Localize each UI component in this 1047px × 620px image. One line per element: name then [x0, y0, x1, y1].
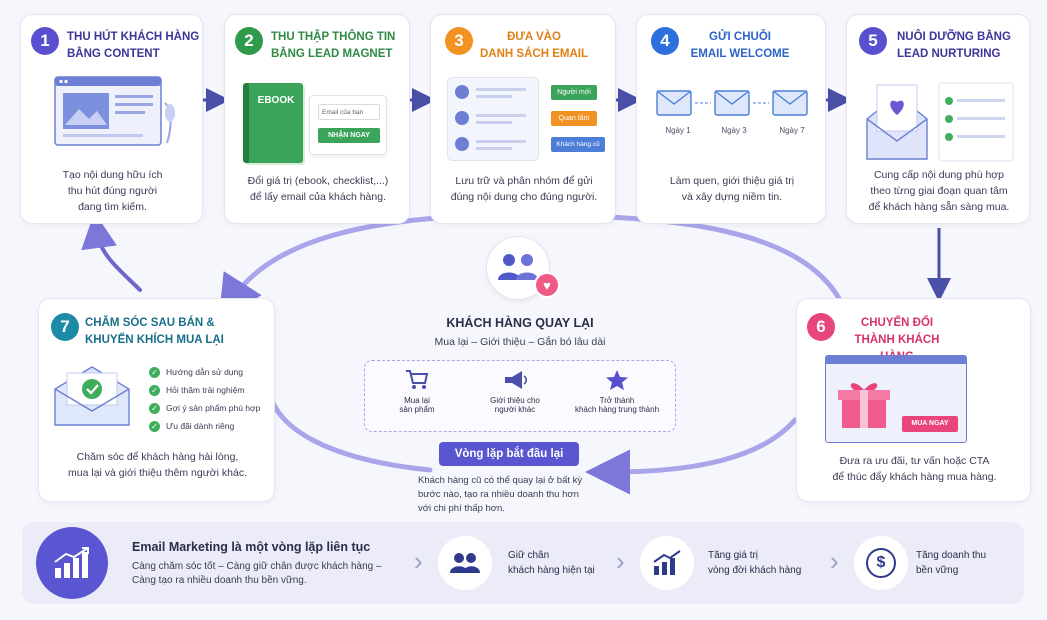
- checklist-item: ✓Hướng dẫn sử dụng: [149, 363, 260, 381]
- tag-new: Người mới: [551, 85, 597, 100]
- offer-page-mockup: MUA NGAY: [825, 355, 967, 443]
- checklist-item: ✓Ưu đãi dành riêng: [149, 417, 260, 435]
- check-icon: ✓: [149, 384, 160, 396]
- web-content-illustration-icon: [54, 76, 175, 146]
- loop-arc-left: [267, 392, 433, 473]
- day-3-label: Ngày 3: [721, 126, 747, 135]
- check-icon: ✓: [149, 366, 160, 378]
- tag-interested: Quan tâm: [551, 111, 597, 126]
- step-5-number: 5: [859, 27, 887, 55]
- chevron-right-icon: ›: [616, 546, 625, 576]
- action-refer: Giới thiệu cho người khác: [467, 369, 563, 414]
- lead-magnet-form: Email của bạn NHẬN NGAY: [309, 95, 387, 155]
- day-7-label: Ngày 7: [779, 126, 805, 135]
- checklist-item: ✓Gợi ý sản phẩm phù hợp: [149, 399, 260, 417]
- step-7-title: CHĂM SÓC SAU BÁN &KHUYẾN KHÍCH MUA LẠI: [85, 317, 224, 346]
- step-7-description: Chăm sóc để khách hàng hài lòng,mua lại …: [68, 451, 247, 479]
- day-1-label: Ngày 1: [665, 126, 691, 135]
- customers-icon: [498, 254, 538, 280]
- email-list-panel: [447, 77, 539, 161]
- buy-now-button[interactable]: MUA NGAY: [902, 416, 958, 432]
- growth-badge-icon: [36, 527, 108, 599]
- footer-title: Email Marketing là một vòng lặp liên tục: [132, 540, 371, 554]
- footer-description: Càng chăm sóc tốt – Càng giữ chân được k…: [132, 561, 382, 586]
- dollar-icon: $: [854, 536, 908, 590]
- footer-banner: Email Marketing là một vòng lặp liên tục…: [22, 522, 1024, 604]
- tag-old-customer: Khách hàng cũ: [551, 137, 605, 152]
- action-rebuy: Mua lại sản phẩm: [373, 369, 461, 414]
- step-3-number: 3: [445, 27, 473, 55]
- step-7-card: 7 CHĂM SÓC SAU BÁN &KHUYẾN KHÍCH MUA LẠI…: [38, 298, 275, 502]
- loop-arc-right: [585, 417, 798, 495]
- welcome-email-sequence-icon: [656, 90, 808, 116]
- chevron-right-icon: ›: [830, 546, 839, 576]
- contact-avatars-icon: [455, 85, 526, 151]
- users-icon: [438, 536, 492, 590]
- checklist-item: ✓Hỏi thăm trải nghiệm: [149, 381, 260, 399]
- heart-icon: ♥: [534, 272, 560, 298]
- nurturing-email-icon: [866, 82, 1014, 162]
- chevron-right-icon: ›: [414, 546, 423, 576]
- check-icon: ✓: [149, 402, 160, 414]
- step-2-description: Đổi giá trị (ebook, checklist,...)để lấy…: [247, 175, 389, 203]
- growth-chart-icon: [640, 536, 694, 590]
- returning-actions-box: Mua lại sản phẩm Giới thiệu cho người kh…: [364, 360, 676, 432]
- megaphone-icon: [505, 371, 528, 389]
- cart-icon: [406, 370, 429, 389]
- center-title: KHÁCH HÀNG QUAY LẠI: [446, 316, 594, 330]
- step-4-number: 4: [651, 27, 679, 55]
- check-icon: ✓: [149, 420, 160, 432]
- star-icon: [606, 370, 628, 390]
- action-loyal: Trở thành khách hàng trung thành: [561, 369, 673, 414]
- returning-customer-badge: ♥: [486, 236, 560, 300]
- step-2-number: 2: [235, 27, 263, 55]
- step-6-number: 6: [807, 313, 835, 341]
- arrow-7-to-1: [81, 212, 142, 292]
- ebook-cover: EBOOK: [243, 83, 303, 163]
- get-now-button[interactable]: NHẬN NGAY: [318, 128, 380, 143]
- step-1-number: 1: [31, 27, 59, 55]
- email-field[interactable]: Email của bạn: [318, 104, 380, 120]
- loop-restart-badge: Vòng lặp bắt đầu lại: [439, 442, 579, 466]
- aftercare-checklist: ✓Hướng dẫn sử dụng ✓Hỏi thăm trải nghiệm…: [149, 363, 260, 435]
- step-7-number: 7: [51, 313, 79, 341]
- care-email-check-icon: [54, 366, 130, 426]
- center-subtitle: Mua lại – Giới thiệu – Gắn bó lâu dài: [434, 336, 606, 348]
- gift-icon: [838, 383, 890, 428]
